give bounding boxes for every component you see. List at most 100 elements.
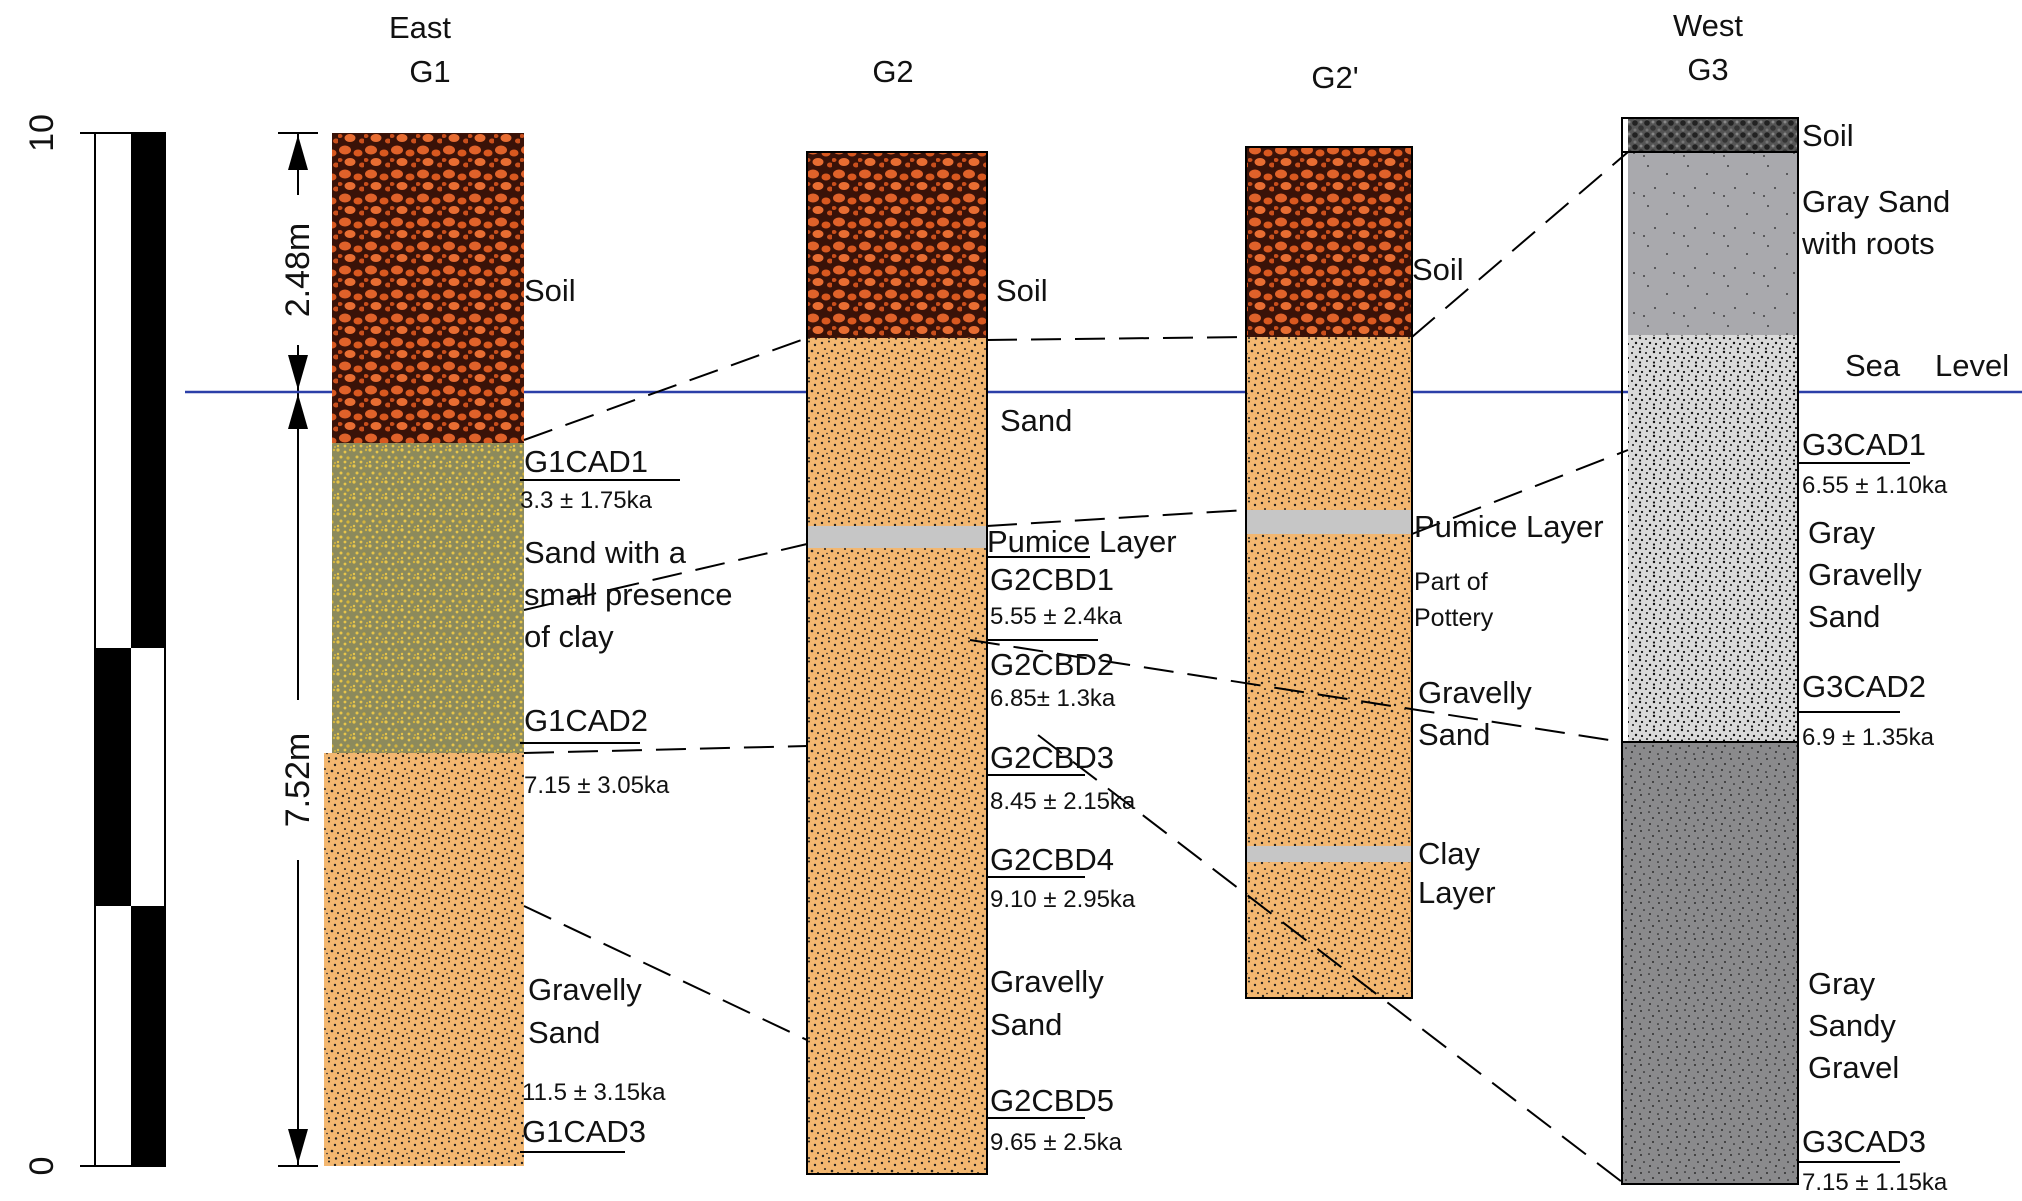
correlation-line xyxy=(523,337,808,441)
g2-sample-4: G2CBD4 xyxy=(990,842,1114,877)
correlation-line xyxy=(523,543,808,611)
g3-layer-label-line: Gravel xyxy=(1808,1050,1899,1085)
sea-level-label: Sea xyxy=(1845,348,1901,383)
g2-age-3: 8.45 ± 2.15ka xyxy=(990,788,1136,815)
g2-pumice-layer xyxy=(807,526,987,548)
correlation-line xyxy=(969,639,1623,743)
correlation-line xyxy=(1037,734,1623,1183)
scale-segment xyxy=(131,906,165,1166)
g2-sample-1: G2CBD1 xyxy=(990,562,1114,597)
column-g2 xyxy=(806,151,988,1175)
correlation-line xyxy=(523,745,808,754)
g2p-header: G2' xyxy=(1311,60,1358,95)
g1-age-2: 7.15 ± 3.05ka xyxy=(524,772,670,799)
g2-pumice-label: Pumice Layer xyxy=(987,524,1177,559)
g2p-pumice-layer xyxy=(1246,510,1412,534)
correlation-line xyxy=(986,336,1247,341)
g2p-soil-label: Soil xyxy=(1412,252,1464,287)
g2-age-4: 9.10 ± 2.95ka xyxy=(990,886,1136,913)
g2-sample-2: G2CBD2 xyxy=(990,647,1114,682)
g2p-sand-layer xyxy=(1246,337,1412,510)
g2p-lower-sand-layer xyxy=(1246,862,1412,998)
g3-sample-3: G3CAD3 xyxy=(1802,1124,1926,1159)
g2-soil-layer xyxy=(807,152,987,338)
g2p-soil-layer xyxy=(1246,147,1412,337)
g2p-layer-label-line: Sand xyxy=(1418,717,1490,752)
correlation-line xyxy=(1411,151,1629,338)
g3-sample-2: G3CAD2 xyxy=(1802,669,1926,704)
scale-segment xyxy=(131,133,165,648)
g3-soil-label: Soil xyxy=(1802,118,1854,153)
g2p-pottery-label-line: Part of xyxy=(1414,568,1488,596)
arrow-head xyxy=(288,394,308,429)
g2p-clay-label-line: Layer xyxy=(1418,875,1496,910)
column-g1 xyxy=(324,133,524,1166)
g3-gray-sandy-gravel-layer xyxy=(1622,742,1798,1184)
g3-age-2: 6.9 ± 1.35ka xyxy=(1802,724,1935,751)
g2p-clay-layer xyxy=(1246,846,1412,862)
g1-gravelly-sand-layer xyxy=(324,753,524,1166)
g2p-pumice-label: Pumice Layer xyxy=(1414,509,1604,544)
g2p-outline xyxy=(1245,146,1413,999)
g3-direction-label: West xyxy=(1673,8,1743,43)
dimension-label-bg xyxy=(272,195,326,345)
correlation-line xyxy=(523,905,808,1041)
g3-gray-sand-roots-layer xyxy=(1628,152,1798,335)
g2-soil-label: Soil xyxy=(996,273,1048,308)
g2-sand-label: Sand xyxy=(1000,403,1072,438)
g2p-pottery-label-line: Pottery xyxy=(1414,604,1494,632)
g1-layer-label-line: Sand xyxy=(528,1015,600,1050)
g1-soil-layer xyxy=(332,133,524,443)
g3-sample-1: G3CAD1 xyxy=(1802,427,1926,462)
dimension-upper-label: 2.48m xyxy=(279,223,317,318)
scale-top-label: 10 xyxy=(23,114,61,152)
dimension-label-bg xyxy=(272,700,326,860)
g1-age-1: 3.3 ± 1.75ka xyxy=(520,487,653,514)
vertical-scale-bar: 10 0 xyxy=(23,114,166,1176)
g2-sand-layer xyxy=(807,338,987,526)
g1-header: G1 xyxy=(409,54,450,89)
g3-layer-label-line: Gray Sand xyxy=(1802,184,1950,219)
arrow-head xyxy=(288,355,308,390)
g3-age-1: 6.55 ± 1.10ka xyxy=(1802,472,1948,499)
g1-layer-label-line: small presence xyxy=(524,577,732,612)
g2-age-5: 9.65 ± 2.5ka xyxy=(990,1129,1123,1156)
g3-layer-label-line: Sandy xyxy=(1808,1008,1896,1043)
g3-soil-layer xyxy=(1628,118,1798,152)
g1-layer-label-line: of clay xyxy=(524,619,614,654)
g2-sample-3: G2CBD3 xyxy=(990,740,1114,775)
g2-gravelly-sand-layer xyxy=(807,548,987,1174)
g2-age-2: 6.85± 1.3ka xyxy=(990,685,1116,712)
scale-segment xyxy=(95,648,131,906)
scale-bottom-label: 0 xyxy=(23,1157,61,1176)
g1-sample-2: G1CAD2 xyxy=(524,703,648,738)
g3-layer-label-line: Gray xyxy=(1808,966,1876,1001)
g2p-gravelly-sand-layer xyxy=(1246,534,1412,846)
g1-direction-label: East xyxy=(389,10,451,45)
correlation-lines xyxy=(523,151,1629,1183)
g2p-layer-label-line: Gravelly xyxy=(1418,675,1532,710)
column-g3 xyxy=(1621,117,1799,1185)
dimension-lower-label: 7.52m xyxy=(279,733,317,828)
g1-sample-1: G1CAD1 xyxy=(524,444,648,479)
g3-outline xyxy=(1621,117,1799,1185)
g3-header: G3 xyxy=(1687,52,1728,87)
g2-sample-5: G2CBD5 xyxy=(990,1083,1114,1118)
g3-gray-gravelly-sand-layer xyxy=(1628,335,1798,742)
g1-layer-label-line: Gravelly xyxy=(528,972,642,1007)
g3-layer-label-line: Gravelly xyxy=(1808,557,1922,592)
g2-outline xyxy=(806,151,988,1175)
arrow-head xyxy=(288,135,308,170)
g3-layer-label-line: Gray xyxy=(1808,515,1876,550)
g1-soil-label: Soil xyxy=(524,273,576,308)
arrow-head xyxy=(288,1129,308,1164)
g1-age-3: 11.5 ± 3.15ka xyxy=(522,1079,666,1106)
g3-layer-label-line: with roots xyxy=(1801,226,1935,261)
g1-clayey-sand-layer xyxy=(332,443,524,753)
g2-age-1: 5.55 ± 2.4ka xyxy=(990,603,1123,630)
g3-layer-label-line: Sand xyxy=(1808,599,1880,634)
g2-layer-label-line: Gravelly xyxy=(990,964,1104,999)
g2-header: G2 xyxy=(872,54,913,89)
